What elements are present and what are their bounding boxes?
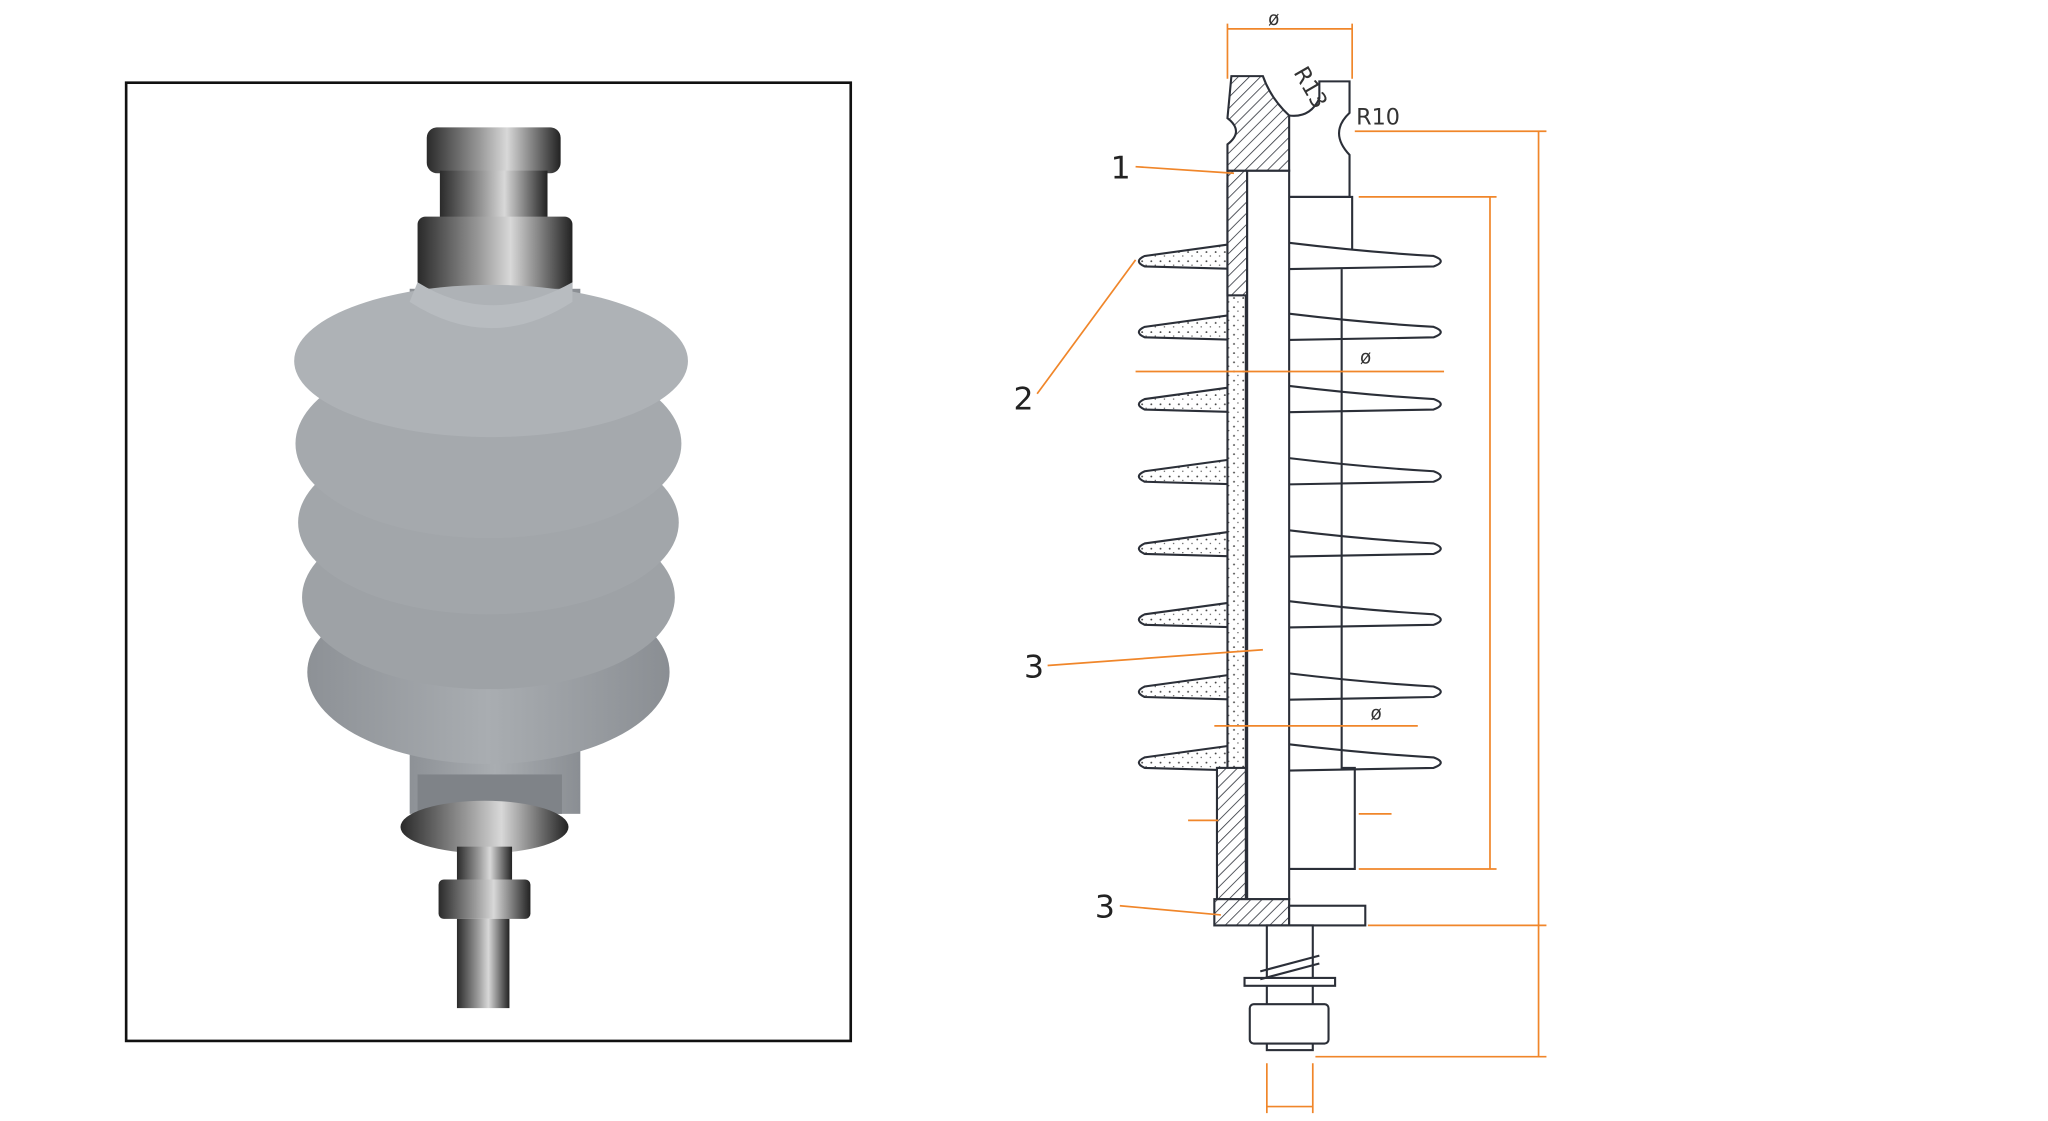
leader-3-top [1135,165,1235,175]
diameter-label-top: ø [1268,9,1279,30]
sheds [1137,241,1442,772]
part-label-3-bottom: 3 [1095,890,1115,926]
diameter-label-housing: ø [1371,703,1382,724]
part-label-2: 3 [1024,649,1044,685]
nut [1248,1003,1330,1045]
part-label-3-top: 1 [1111,151,1131,187]
core-rod [1246,169,1291,901]
radius-label-r13: R13 [1288,62,1332,113]
top-fitting [1226,75,1291,172]
bottom-fitting [1213,898,1291,927]
diameter-label-shed: ø [1360,348,1371,369]
leader-2 [1047,648,1263,667]
polymer-surge-arrester-photo-icon [294,127,688,1009]
radius-label-r10: R10 [1356,105,1400,131]
leader-3-bottom [1119,904,1221,916]
dimensions [1036,23,1547,1114]
leader-1 [1036,259,1137,395]
part-label-1: 2 [1013,382,1033,418]
product-photo [124,81,853,1043]
technical-drawing [1137,75,1442,1052]
